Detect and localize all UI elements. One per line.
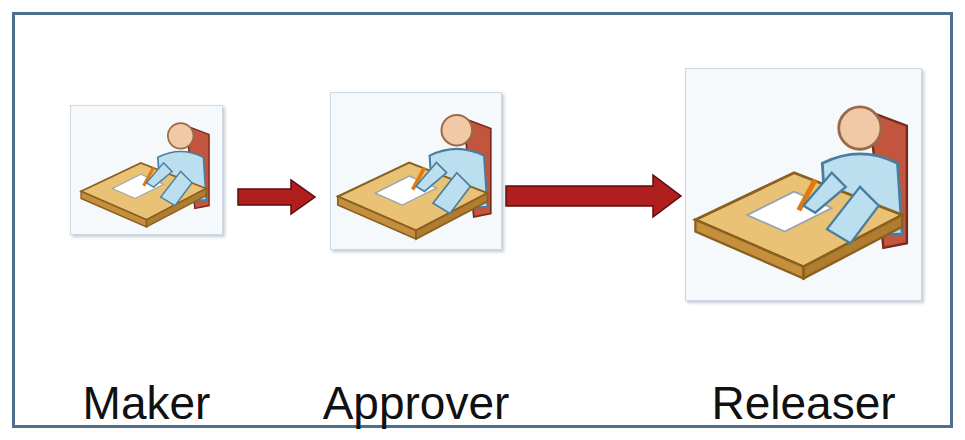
person-at-desk-icon xyxy=(71,106,222,234)
person-at-desk-icon xyxy=(331,93,501,249)
role-icon-box: Maker xyxy=(70,105,223,235)
role-label: Releaser xyxy=(711,377,895,430)
person-at-desk-icon xyxy=(686,69,921,300)
role-label: Approver xyxy=(323,377,510,430)
role-icon-box: Releaser xyxy=(685,68,922,301)
block-arrow xyxy=(506,175,681,217)
block-arrow xyxy=(238,180,315,214)
role-label: Maker xyxy=(83,377,211,430)
role-icon-box: Approver xyxy=(330,92,502,250)
